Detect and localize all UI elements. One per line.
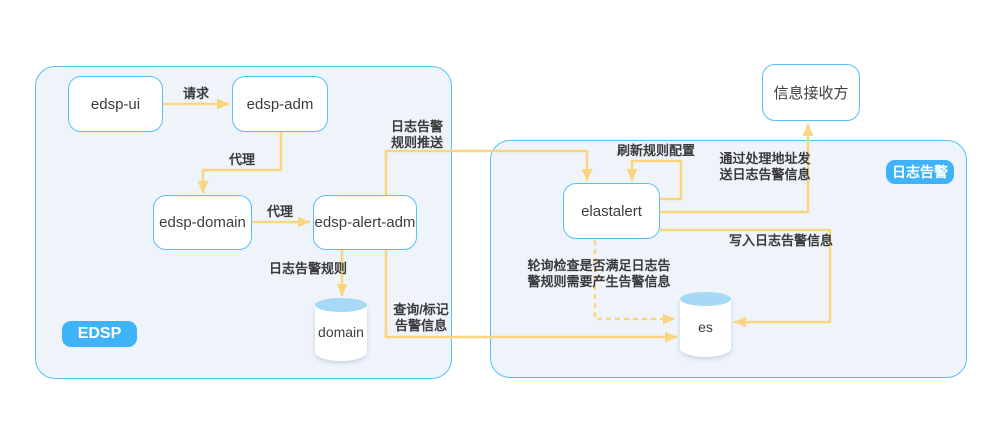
edsp-badge: EDSP <box>62 321 137 347</box>
cylinder-top-ellipse <box>315 298 367 312</box>
edge-label-proxy-adm: 代理 <box>228 152 256 167</box>
edge-label-rule-push: 日志告警 规则推送 <box>390 119 444 150</box>
database-es: es <box>680 292 731 357</box>
cylinder-body <box>315 305 367 361</box>
node-edsp-ui: edsp-ui <box>68 76 163 132</box>
node-edsp-alert-adm: edsp-alert-adm <box>313 195 417 250</box>
log-alert-badge: 日志告警 <box>886 160 954 184</box>
node-receiver: 信息接收方 <box>762 64 860 121</box>
edge-label-poll-check: 轮询检查是否满足日志告 警规则需要产生告警信息 <box>527 258 671 289</box>
edge-label-proxy-domain: 代理 <box>266 204 294 219</box>
database-es-label: es <box>698 318 713 335</box>
edge-label-send-via-handler: 通过处理地址发 送日志告警信息 <box>719 151 811 182</box>
database-domain-label: domain <box>318 323 364 340</box>
edge-label-refresh-config: 刷新规则配置 <box>616 143 696 158</box>
database-domain: domain <box>315 298 367 361</box>
edge-label-query-mark: 查询/标记 告警信息 <box>393 302 449 333</box>
cylinder-top-ellipse <box>680 292 731 306</box>
node-elastalert: elastalert <box>563 183 660 239</box>
node-edsp-domain: edsp-domain <box>153 195 252 250</box>
edge-label-alert-rule: 日志告警规则 <box>268 261 348 276</box>
edge-label-write-alert: 写入日志告警信息 <box>728 233 834 248</box>
edge-label-request: 请求 <box>182 86 210 101</box>
node-edsp-adm: edsp-adm <box>232 76 328 132</box>
